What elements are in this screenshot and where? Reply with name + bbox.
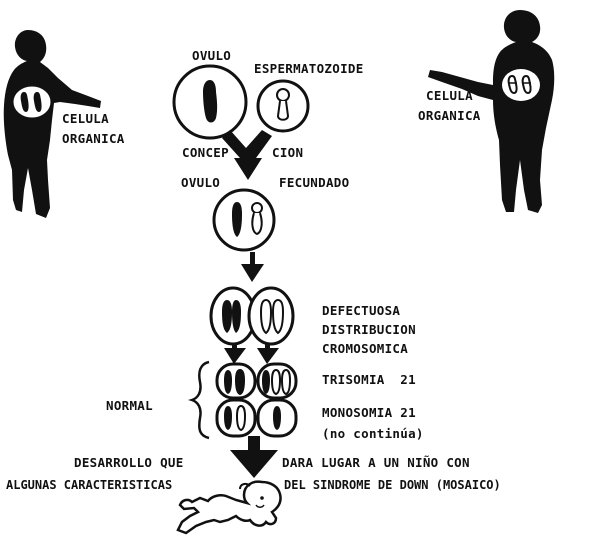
label-trisomia: TRISOMIA 21 bbox=[322, 372, 416, 387]
espermatozoide-cell bbox=[258, 81, 308, 131]
label-normal: NORMAL bbox=[106, 398, 153, 413]
label-concep: CONCEP bbox=[182, 145, 229, 160]
four-cell-stage bbox=[217, 364, 296, 436]
label-algunas: ALGUNAS CARACTERISTICAS bbox=[6, 478, 172, 492]
label-organica-left: ORGANICA bbox=[62, 131, 125, 146]
label-desarrollo: DESARROLLO QUE bbox=[74, 455, 184, 470]
baby-figure bbox=[178, 482, 281, 533]
label-no-continua: (no continúa) bbox=[322, 426, 424, 441]
bracket bbox=[192, 362, 209, 438]
label-celula-left: CELULA bbox=[62, 111, 109, 126]
ovulo-cell bbox=[174, 66, 246, 138]
arrow-to-division bbox=[241, 252, 264, 282]
label-cion: CION bbox=[272, 145, 303, 160]
ovulo-fecundado-cell bbox=[214, 190, 274, 250]
label-monosomia: MONOSOMIA 21 bbox=[322, 405, 416, 420]
label-ovulo: OVULO bbox=[192, 48, 231, 63]
arrow-to-baby bbox=[230, 436, 278, 478]
label-cromosomica: CROMOSOMICA bbox=[322, 341, 408, 356]
label-ovulo-fecundado-2: FECUNDADO bbox=[279, 175, 349, 190]
two-cell-stage bbox=[211, 288, 293, 344]
label-defectuosa: DEFECTUOSA bbox=[322, 303, 400, 318]
arrows-to-four-cell bbox=[224, 344, 279, 364]
label-sindrome: DEL SINDROME DE DOWN (MOSAICO) bbox=[284, 478, 501, 492]
conception-arrow bbox=[222, 130, 272, 180]
label-distribucion: DISTRIBUCION bbox=[322, 322, 416, 337]
label-dara-lugar: DARA LUGAR A UN NIÑO CON bbox=[282, 455, 470, 470]
label-espermatozoide: ESPERMATOZOIDE bbox=[254, 61, 364, 76]
label-ovulo-fecundado-1: OVULO bbox=[181, 175, 220, 190]
label-celula-right: CELULA bbox=[426, 88, 473, 103]
label-organica-right: ORGANICA bbox=[418, 108, 481, 123]
